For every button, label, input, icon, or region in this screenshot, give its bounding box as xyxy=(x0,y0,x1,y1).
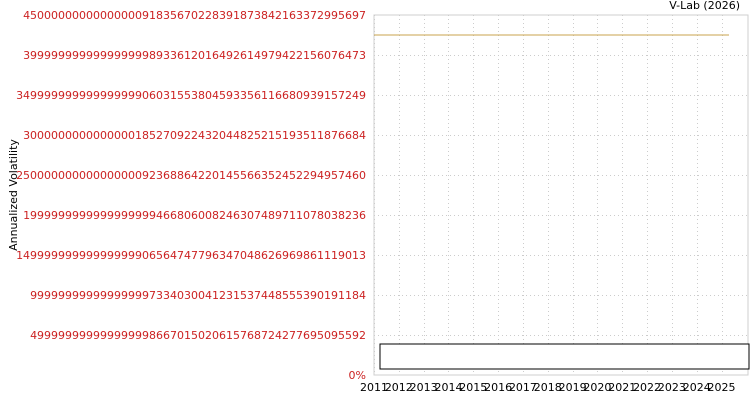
x-tick-label: 2015 xyxy=(459,381,487,394)
x-tick-label: 2012 xyxy=(385,381,413,394)
x-tick-label: 2023 xyxy=(658,381,686,394)
x-tick-label: 2011 xyxy=(360,381,388,394)
y-tick-label: 4500000000000000091835670228391873842163… xyxy=(23,9,366,22)
plot-frame xyxy=(373,14,749,376)
legend-box xyxy=(379,343,750,370)
x-tick-label: 2019 xyxy=(559,381,587,394)
x-tick-label: 2017 xyxy=(509,381,537,394)
x-tick-label: 2013 xyxy=(410,381,438,394)
x-tick-label: 2020 xyxy=(583,381,611,394)
y-tick-label: 4999999999999999986670150206157687242776… xyxy=(30,329,366,342)
x-tick-label: 2022 xyxy=(633,381,661,394)
y-tick-label: 3999999999999999998933612016492614979422… xyxy=(23,49,366,62)
x-tick-label: 2018 xyxy=(534,381,562,394)
x-tick-label: 2014 xyxy=(434,381,462,394)
x-tick-label: 2024 xyxy=(683,381,711,394)
y-tick-label: 0% xyxy=(349,369,366,382)
y-tick-label: 3499999999999999990603155380459335611668… xyxy=(16,89,366,102)
x-tick-label: 2016 xyxy=(484,381,512,394)
y-tick-label: 2500000000000000009236886422014556635245… xyxy=(16,169,366,182)
credit-label: V-Lab (2026) xyxy=(669,0,740,12)
y-axis-label: Annualized Volatility xyxy=(7,139,20,251)
x-tick-label: 2025 xyxy=(708,381,736,394)
y-tick-label: 1499999999999999990656474779634704862696… xyxy=(16,249,366,262)
y-tick-label: 1999999999999999999466806008246307489711… xyxy=(23,209,366,222)
y-tick-label: 3000000000000000185270922432044825215193… xyxy=(23,129,366,142)
x-tick-label: 2021 xyxy=(608,381,636,394)
y-tick-label: 9999999999999999973340300412315374485553… xyxy=(30,289,366,302)
